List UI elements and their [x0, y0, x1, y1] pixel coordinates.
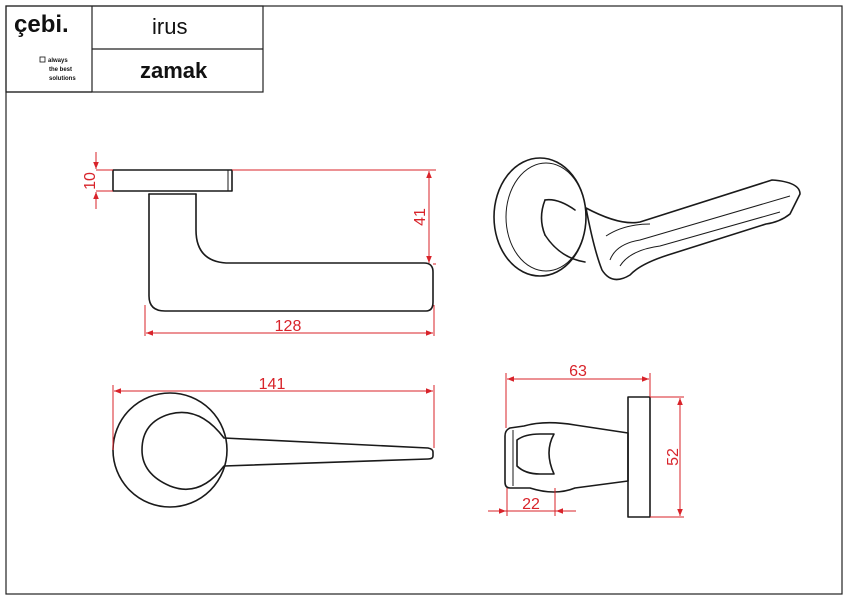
end-view-drawing — [504, 396, 651, 518]
dim-length-side: 128 — [275, 318, 302, 335]
end-view-dimensions: 63 52 22 — [488, 363, 684, 518]
top-view-dimensions: 141 — [112, 376, 435, 450]
dim-rose-diameter: 52 — [665, 448, 682, 466]
tagline-line-1: always — [48, 58, 68, 64]
dim-height: 41 — [412, 208, 429, 226]
title-block: çebi. always the best solutions irus zam… — [5, 5, 264, 93]
top-view-drawing — [112, 392, 434, 508]
side-view-drawing — [112, 169, 434, 312]
dim-neck: 22 — [522, 496, 540, 513]
tagline-line-2: the best — [49, 67, 72, 73]
dim-rose-thickness: 10 — [82, 172, 99, 190]
tagline-line-3: solutions — [49, 76, 76, 82]
sheet-border — [5, 5, 843, 595]
perspective-view-drawing — [493, 157, 801, 281]
tagline-square-icon — [39, 56, 46, 63]
material-name: zamak — [140, 58, 208, 83]
dim-length-top: 141 — [259, 376, 286, 393]
side-view-dimensions: 10 41 128 — [82, 152, 436, 336]
brand-logo: çebi. — [14, 11, 69, 38]
dim-projection: 63 — [569, 363, 587, 380]
model-name: irus — [152, 14, 187, 39]
